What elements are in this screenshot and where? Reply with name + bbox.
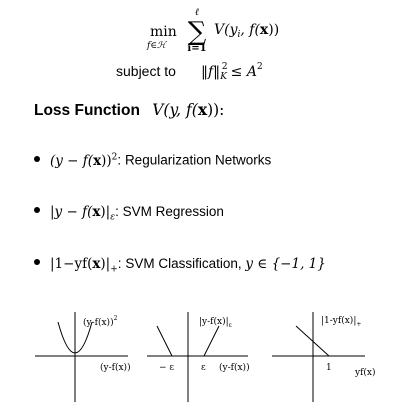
label-set-formula: y ∈ {−1, 1} — [245, 256, 326, 272]
bullet-formula: |1−yf(x)|+ — [50, 256, 118, 275]
bullet-formula: (y − f(x))2 — [50, 152, 118, 169]
min-subscript: f∈ℋ — [146, 41, 168, 51]
hinge-loss-xlabel: yf(x) — [354, 367, 376, 378]
hinge-loss-curve — [295, 325, 360, 357]
objective-function: V(yi, f(x)) — [214, 22, 279, 40]
epsilon-loss-curve — [156, 325, 220, 357]
hinge-tick-label: 1 — [326, 363, 332, 373]
constraint-formula: ‖f‖K2≤ A2 — [201, 62, 263, 82]
optimization-problem: min f∈ℋ ℓ ∑ i=1 V(yi, f(x)) subject to ‖… — [116, 7, 279, 82]
square-loss-curve — [57, 321, 93, 354]
square-loss-xlabel: (y-f(x)) — [100, 362, 131, 373]
bullet-dot — [34, 207, 40, 214]
sum-lower-limit: i=1 — [187, 43, 206, 54]
min-operator: min — [150, 24, 177, 40]
sum-upper-limit: ℓ — [195, 7, 199, 18]
bullet-description: SVM Regression — [122, 204, 224, 219]
loss-plots: (y-f(x))2 (y-f(x)) |y-f(x)|ε − ε ε (y-f(… — [35, 312, 376, 402]
epsilon-loss-ylabel: |y-f(x)|ε — [199, 316, 232, 329]
square-loss-plot: (y-f(x))2 (y-f(x)) — [35, 312, 131, 402]
loss-function-title: Loss Function — [34, 102, 140, 119]
loss-function-heading: Loss Function V(y, f(x)): — [34, 100, 224, 120]
bullet-dot — [34, 155, 40, 162]
bullet-svm-classification: |1−yf(x)|+: SVM Classification, y ∈ {−1,… — [34, 256, 326, 275]
bullet-regularization-networks: (y − f(x))2: Regularization Networks — [34, 152, 271, 169]
pos-epsilon-label: ε — [201, 363, 206, 373]
neg-epsilon-label: − ε — [159, 363, 174, 373]
square-loss-ylabel: (y-f(x))2 — [83, 315, 118, 328]
epsilon-insensitive-loss-plot: |y-f(x)|ε − ε ε (y-f(x)) — [147, 312, 250, 402]
bullet-description: SVM Classification, — [125, 256, 242, 271]
hinge-loss-plot: |1-yf(x)|+ 1 yf(x) — [272, 312, 376, 402]
bullet-dot — [34, 259, 40, 266]
bullet-formula: |y − f(x)|ε — [50, 204, 116, 223]
epsilon-loss-xlabel: (y-f(x)) — [219, 362, 250, 373]
loss-function-formula: V(y, f(x)): — [152, 100, 225, 119]
hinge-loss-ylabel: |1-yf(x)|+ — [321, 315, 361, 328]
bullet-svm-regression: |y − f(x)|ε: SVM Regression — [34, 204, 224, 223]
sum-symbol: ∑ — [188, 17, 207, 47]
constraint-label: subject to — [116, 63, 176, 79]
bullet-description: Regularization Networks — [124, 152, 272, 168]
